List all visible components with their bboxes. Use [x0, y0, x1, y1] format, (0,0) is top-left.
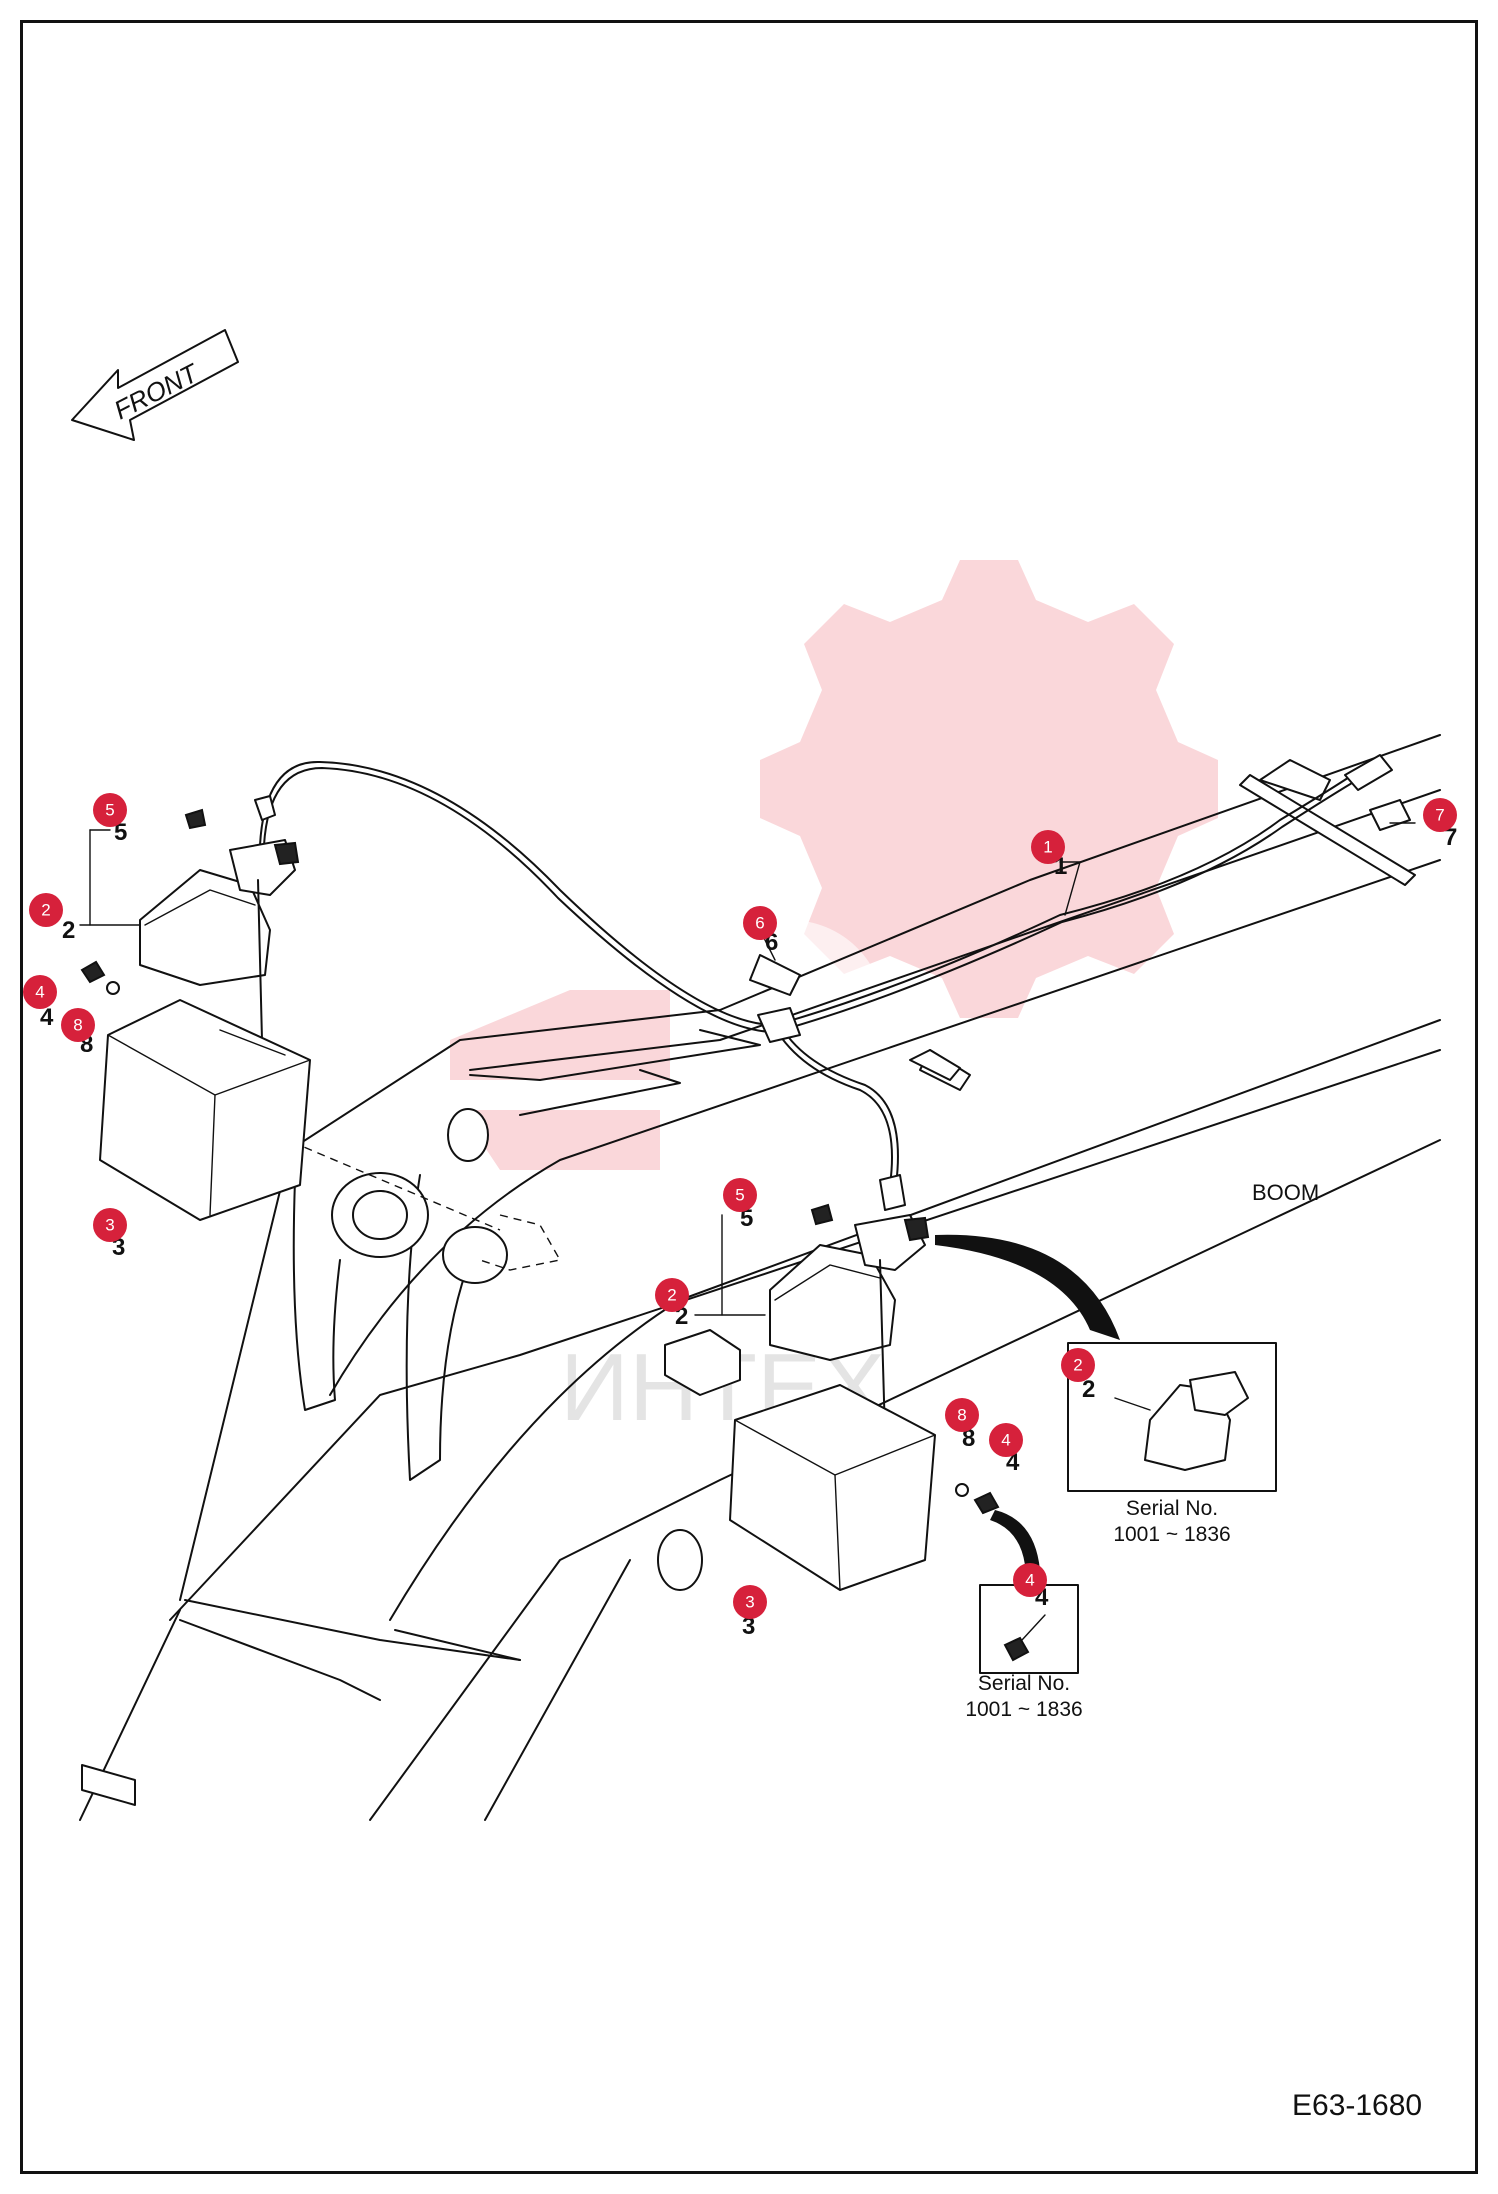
svg-text:5: 5: [105, 801, 114, 820]
inset-lamp-box: [1067, 1342, 1277, 1492]
svg-text:2: 2: [667, 1286, 676, 1305]
svg-text:7: 7: [1444, 824, 1457, 851]
svg-text:4: 4: [1001, 1431, 1010, 1450]
svg-text:2: 2: [41, 901, 50, 920]
right-work-lamp: [769, 1214, 930, 1436]
callout-5-left: 5: [93, 793, 127, 827]
svg-text:5: 5: [114, 819, 127, 846]
boom-structure: [79, 734, 1441, 1821]
svg-text:2: 2: [1082, 1376, 1095, 1403]
wiring-harness: [254, 754, 1411, 1211]
callout-4-right: 4: [989, 1423, 1023, 1457]
svg-text:2: 2: [1073, 1356, 1082, 1375]
svg-text:3: 3: [745, 1593, 754, 1612]
callout-4-left: 4: [23, 975, 57, 1009]
inset-lamp-serial-label: Serial No.: [1126, 1497, 1218, 1520]
callout-2-right: 2: [655, 1278, 689, 1312]
svg-text:5: 5: [735, 1186, 744, 1205]
callout-8-right: 8: [945, 1398, 979, 1432]
inset-lamp-serial-range: 1001 ~ 1836: [1113, 1523, 1230, 1546]
svg-text:4: 4: [1025, 1571, 1034, 1590]
drawing-code: E63-1680: [1292, 2089, 1422, 2122]
front-arrow: FRONT: [71, 329, 239, 441]
callout-8-left: 8: [61, 1008, 95, 1042]
left-work-lamp: [139, 839, 300, 1041]
left-lamp-bracket: [99, 999, 311, 1221]
callout-5-right: 5: [723, 1178, 757, 1212]
svg-text:2: 2: [62, 917, 75, 944]
arrow-to-lamp-inset: [935, 1234, 1120, 1340]
callout-6: 6: [743, 906, 777, 940]
svg-text:3: 3: [742, 1613, 755, 1640]
inset-bolt-box: [979, 1584, 1079, 1674]
callout-4-inset: 4: [1013, 1563, 1047, 1597]
callout-3-right: 3: [733, 1585, 767, 1619]
arrow-to-bolt-inset: [990, 1510, 1040, 1570]
svg-text:7: 7: [1435, 806, 1444, 825]
svg-text:3: 3: [105, 1216, 114, 1235]
svg-text:4: 4: [35, 983, 44, 1002]
callout-3-left: 3: [93, 1208, 127, 1242]
svg-text:1: 1: [1043, 838, 1052, 857]
right-bolt-washer: [810, 1203, 1000, 1515]
inset-bolt-serial-range: 1001 ~ 1836: [965, 1698, 1082, 1721]
svg-text:4: 4: [40, 1004, 54, 1031]
callout-1: 1: [1031, 830, 1065, 864]
callout-7: 7: [1423, 798, 1457, 832]
svg-text:8: 8: [962, 1425, 975, 1452]
leader-lines: [79, 822, 1416, 1316]
svg-text:6: 6: [755, 914, 764, 933]
callout-2-left: 2: [29, 893, 63, 927]
left-bolt-washer: [80, 808, 207, 995]
boom-label: BOOM: [1252, 1180, 1319, 1205]
right-lamp-bracket: [664, 1329, 936, 1591]
callout-2-inset: 2: [1061, 1348, 1095, 1382]
svg-text:8: 8: [73, 1016, 82, 1035]
inset-bolt-serial-label: Serial No.: [978, 1672, 1070, 1695]
drawing-frame: [20, 20, 1478, 2174]
svg-text:5: 5: [740, 1205, 753, 1232]
svg-text:8: 8: [957, 1406, 966, 1425]
